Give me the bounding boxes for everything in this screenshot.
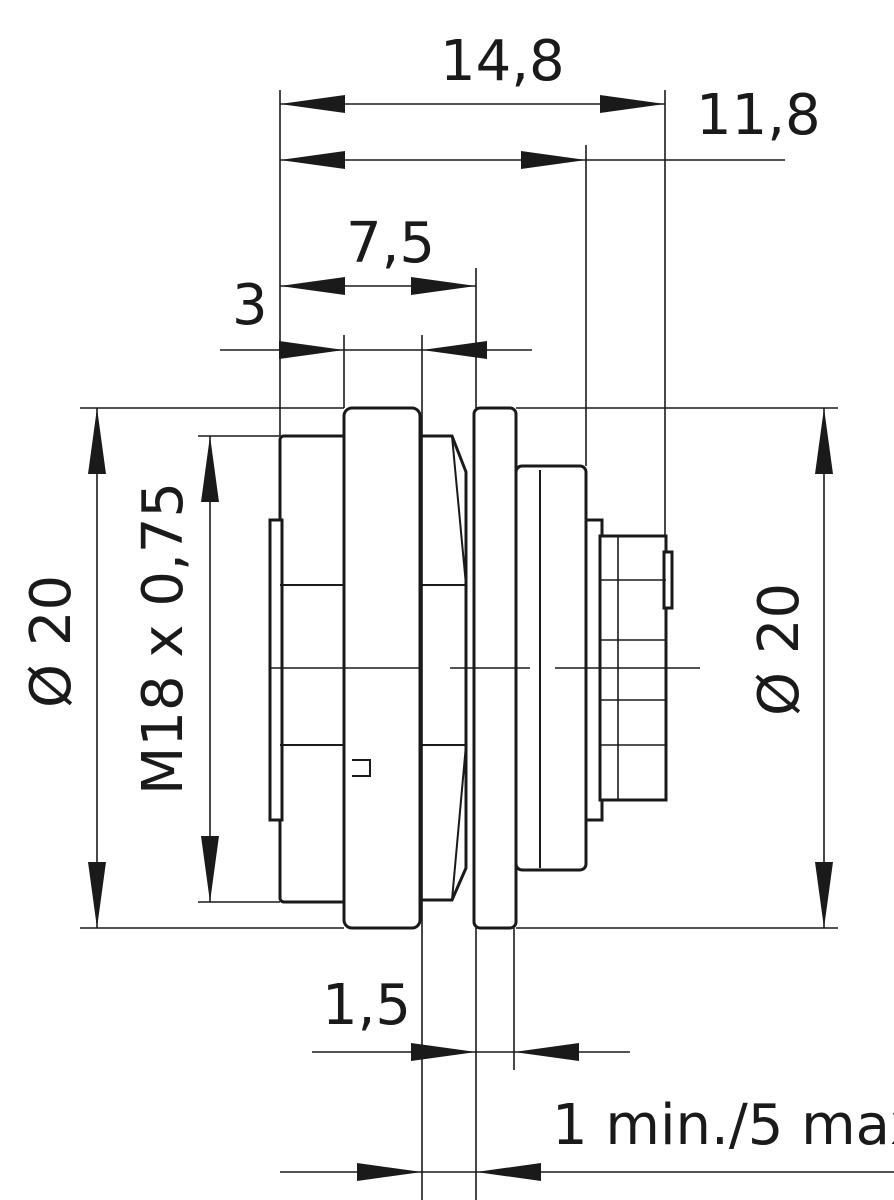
dim-diameter-right: Ø 20 xyxy=(747,583,812,716)
thread-end-ring xyxy=(268,518,284,822)
washer-slot xyxy=(352,759,371,777)
dim-overall-length: 14,8 xyxy=(440,29,565,94)
dim-front-length: 7,5 xyxy=(346,211,435,276)
dimension-lines xyxy=(88,95,894,1181)
dim-flange-thickness: 1,5 xyxy=(322,973,411,1038)
dimension-labels: 14,8 11,8 7,5 3 Ø 20 M18 x 0,75 Ø 20 1,5… xyxy=(19,29,894,1158)
extension-lines xyxy=(80,90,838,1200)
dim-flange-offset: 3 xyxy=(232,273,268,338)
connector-body xyxy=(268,406,700,930)
dim-diameter-left: Ø 20 xyxy=(19,575,84,708)
dim-rear-length: 11,8 xyxy=(696,83,821,148)
thread-section xyxy=(278,434,348,904)
dim-thread: M18 x 0,75 xyxy=(131,482,196,795)
dim-panel-thickness: 1 min./5 max. xyxy=(552,1093,894,1158)
